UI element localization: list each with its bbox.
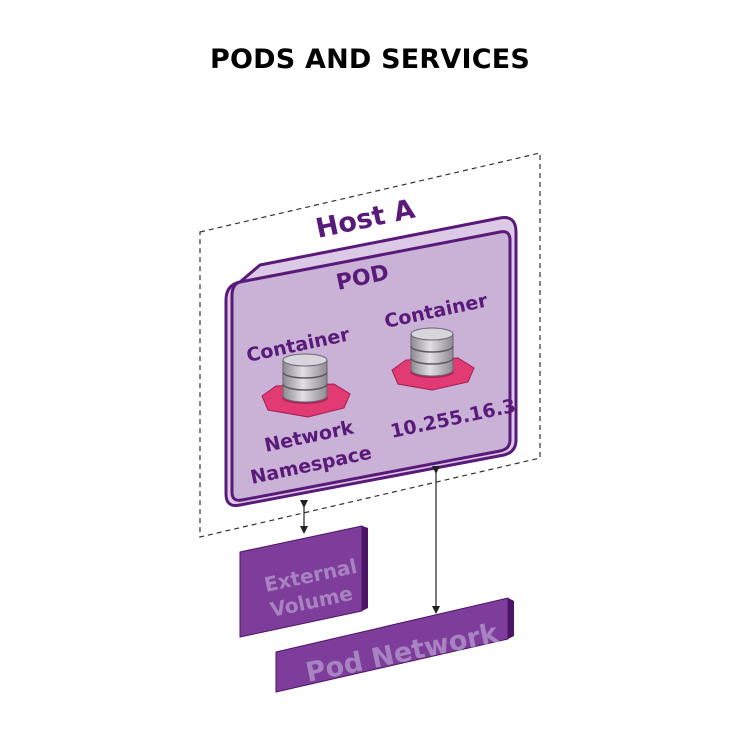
- external-volume-block: External Volume: [239, 525, 368, 638]
- diagram-title: PODS AND SERVICES: [209, 44, 531, 75]
- database-icon-2: [410, 327, 454, 377]
- container-2-icon: [391, 327, 475, 391]
- database-icon-1: [282, 353, 328, 403]
- pod-panel: [230, 230, 512, 502]
- container-1-icon: [261, 353, 351, 418]
